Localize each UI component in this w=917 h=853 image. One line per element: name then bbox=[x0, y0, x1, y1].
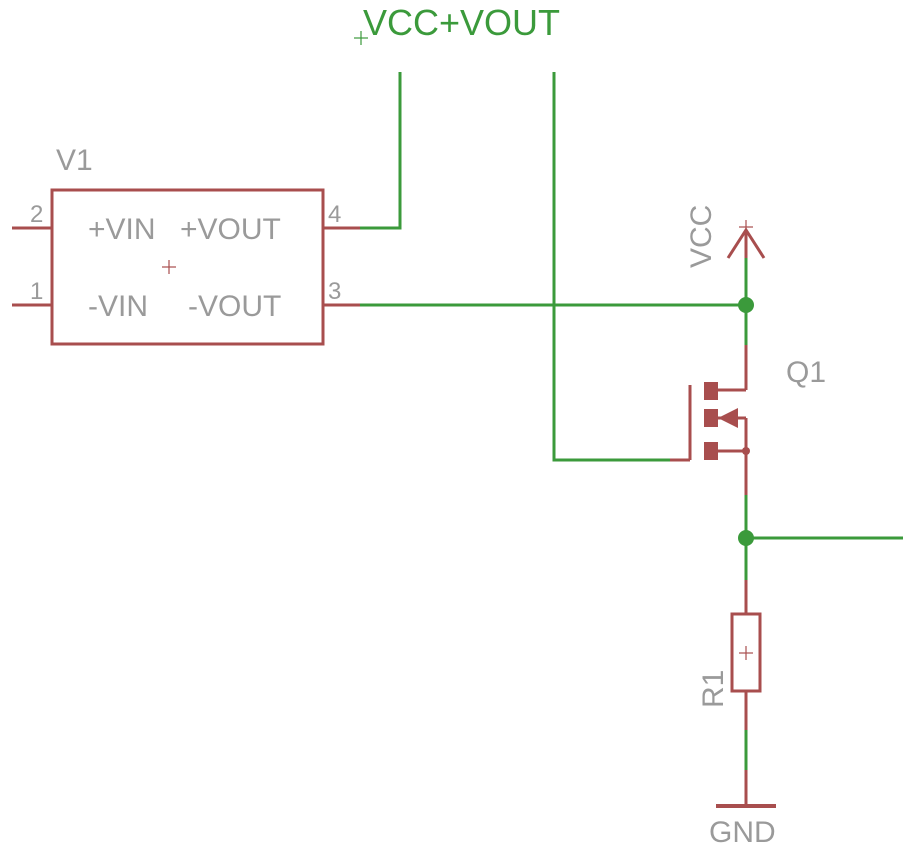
net-label-vcc-vout[interactable]: VCC+VOUT bbox=[354, 2, 560, 45]
q1-channel-top bbox=[704, 382, 718, 400]
v1-pin2-number: 2 bbox=[30, 201, 43, 228]
v1-pin1-number: 1 bbox=[30, 278, 43, 305]
q1-channel-mid bbox=[704, 409, 718, 427]
gnd-label: GND bbox=[709, 816, 776, 849]
wire-v1-pin4-to-net[interactable] bbox=[360, 72, 402, 230]
wires bbox=[360, 72, 903, 770]
q1-mosfet[interactable]: Q1 bbox=[670, 345, 826, 495]
v1-vout-pos-label: +VOUT bbox=[180, 213, 281, 246]
wire-net-to-q1-gate[interactable] bbox=[552, 72, 670, 462]
gnd-symbol[interactable]: GND bbox=[709, 770, 776, 849]
r1-name-label: R1 bbox=[697, 670, 730, 708]
q1-arrow-icon bbox=[718, 408, 738, 428]
v1-body bbox=[50, 188, 325, 346]
v1-vout-neg-label: -VOUT bbox=[188, 290, 281, 323]
v1-origin-cross bbox=[162, 260, 176, 274]
q1-name-label: Q1 bbox=[786, 356, 826, 389]
net-label-text: VCC+VOUT bbox=[363, 2, 560, 43]
v1-vin-neg-label: -VIN bbox=[88, 290, 148, 323]
v1-pin3-number: 3 bbox=[328, 278, 341, 305]
v1-name-label: V1 bbox=[56, 144, 93, 177]
junction-dot-output[interactable] bbox=[738, 530, 754, 546]
vcc-label: VCC bbox=[685, 205, 718, 268]
v1-part[interactable]: V1 2 1 4 3 +VIN +VOUT -VIN -VOUT bbox=[12, 144, 360, 346]
v1-pin4-number: 4 bbox=[328, 201, 341, 228]
q1-channel-bottom bbox=[704, 442, 718, 460]
v1-vin-pos-label: +VIN bbox=[88, 213, 156, 246]
r1-resistor[interactable]: R1 bbox=[697, 580, 762, 730]
vcc-supply-symbol[interactable]: VCC bbox=[685, 205, 766, 268]
junction-dot-vcc[interactable] bbox=[738, 297, 754, 313]
